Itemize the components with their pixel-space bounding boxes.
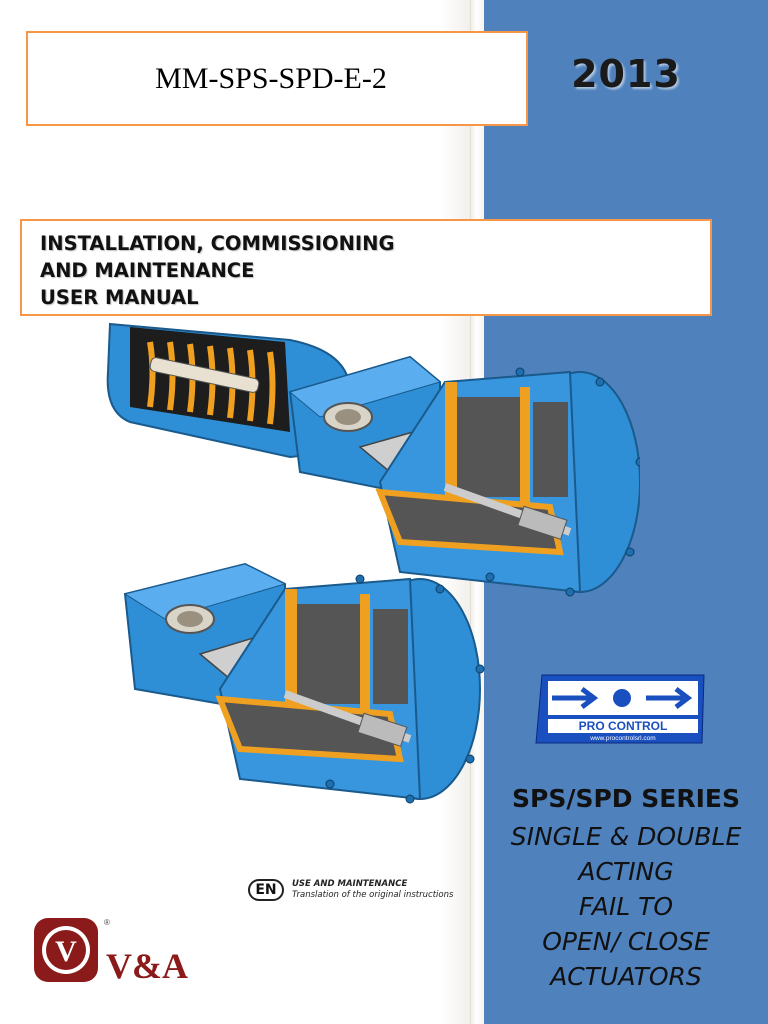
series-line-1: SINGLE & DOUBLE [510,822,742,851]
en-line-1: USE AND MAINTENANCE [292,879,408,889]
va-logo-icon: V ® V&A [34,918,188,986]
en-line-2: Translation of the original instructions [292,890,454,900]
series-line-2: ACTING [578,857,674,886]
lower-actuator [123,562,485,804]
va-text: V&A [106,946,188,986]
series-title: SPS/SPD SERIES [512,784,740,813]
document-code: MM-SPS-SPD-E-2 [155,61,387,95]
en-mark: EN USE AND MAINTENANCE Translation of th… [248,879,453,901]
document-code-box: MM-SPS-SPD-E-2 [26,31,528,126]
title-line-1: INSTALLATION, COMMISSIONING [40,232,395,255]
va-registered: ® [104,918,110,927]
actuator-illustration [106,322,640,804]
document-year: 2013 [571,52,681,96]
en-badge-icon: EN [248,879,284,901]
pro-control-logo: PRO CONTROL www.procontrolsrl.com [535,674,705,744]
series-block: SPS/SPD SERIES SINGLE & DOUBLE ACTING FA… [484,784,768,994]
en-text: USE AND MAINTENANCE Translation of the o… [292,879,453,901]
document-title-box: INSTALLATION, COMMISSIONING AND MAINTENA… [20,219,712,316]
upper-actuator [106,322,640,597]
series-line-3: FAIL TO [578,892,674,921]
pro-control-name: PRO CONTROL [579,719,668,733]
title-line-3: USER MANUAL [40,286,199,309]
title-line-2: AND MAINTENANCE [40,259,255,282]
pro-control-url: www.procontrolsrl.com [589,735,655,742]
series-line-4: OPEN/ CLOSE [542,927,710,956]
series-line-5: ACTUATORS [550,962,702,991]
va-monogram: V [55,935,77,968]
